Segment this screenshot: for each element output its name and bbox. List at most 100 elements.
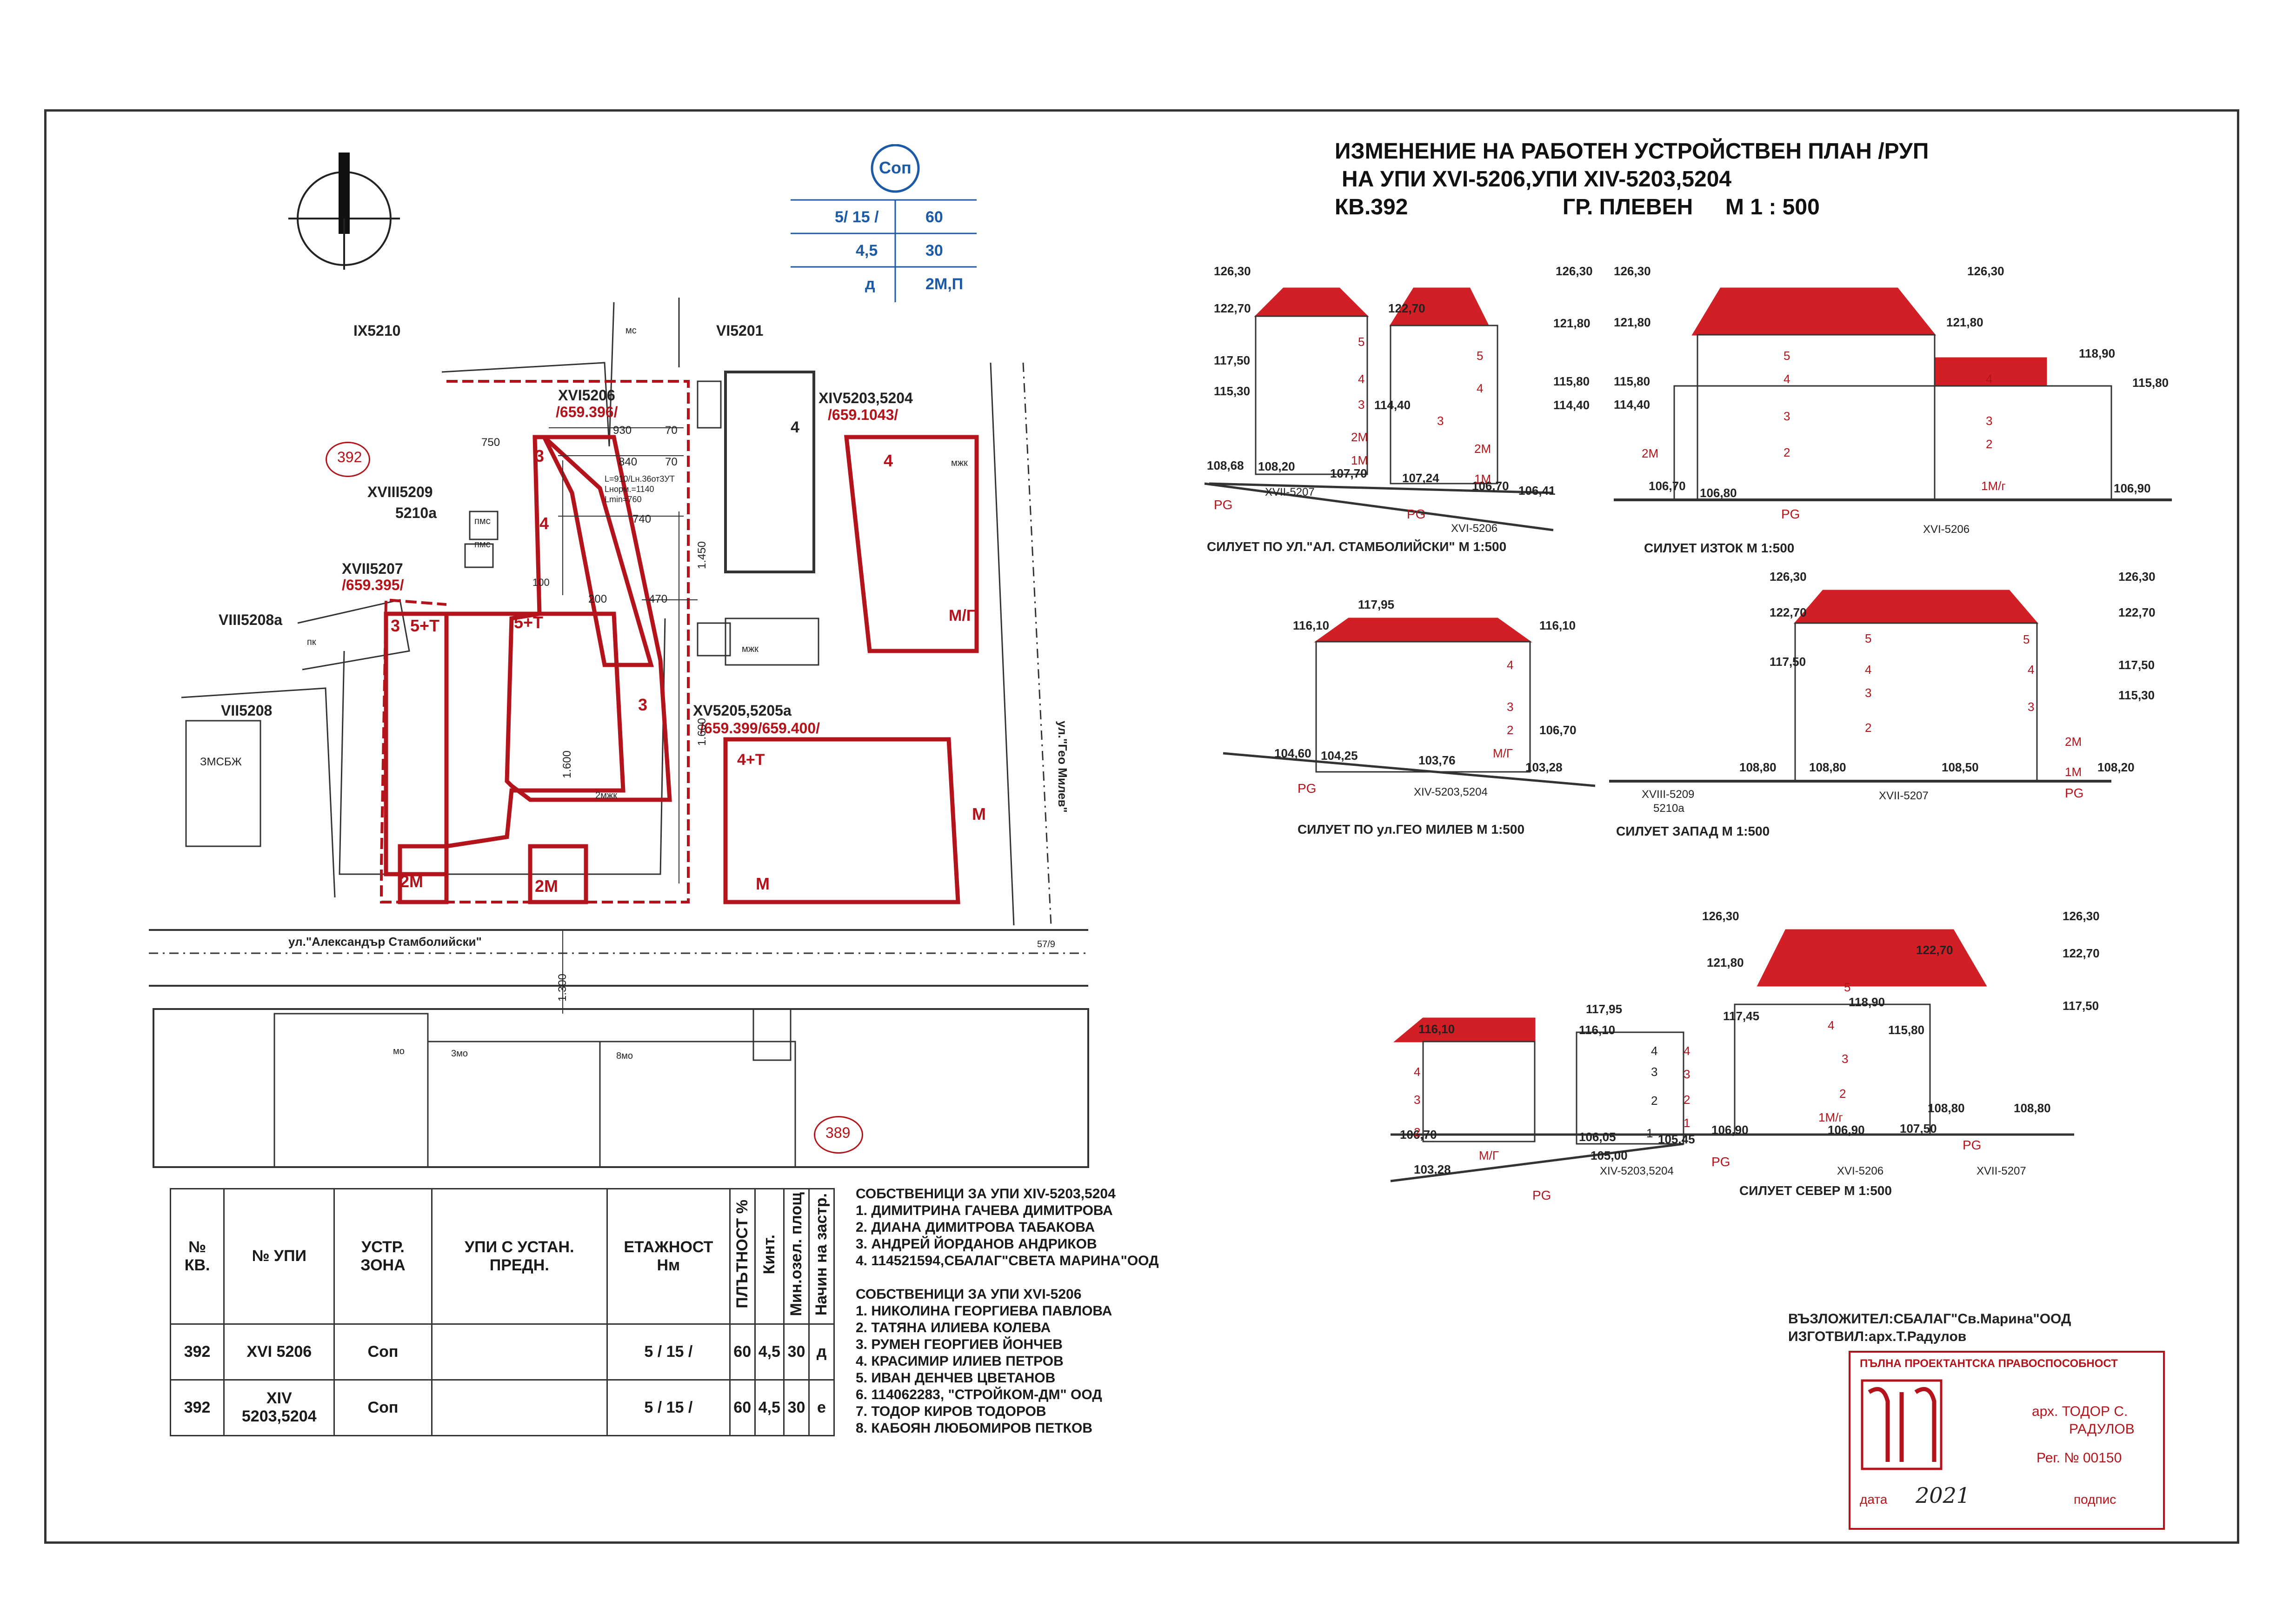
cell: XIV 5203,5204 [223, 1379, 335, 1436]
elev5-parcel-xvi: XVI-5206 [1837, 1165, 1884, 1177]
elev4-mark-c: 122,70 [1770, 605, 1807, 619]
elev2-mark-j: 106,80 [1700, 486, 1737, 500]
elev1-floor-1ma: 1М [1351, 453, 1368, 467]
elev5-floor-mga: М/Г [1479, 1149, 1499, 1162]
elev1-floor-5b: 5 [1477, 349, 1484, 363]
elev2-floor-3: 3 [1784, 409, 1790, 423]
elev1-mark-l: 108,20 [1258, 459, 1295, 473]
elev2-mark-e: 118,90 [2079, 346, 2116, 360]
elev3-mark-d: 106,70 [1539, 723, 1577, 737]
elev4-mark-a: 126,30 [1770, 570, 1807, 584]
elevation-4 [1609, 590, 2111, 783]
elev1-floor-2mb: 2М [1474, 442, 1491, 456]
elev4-mark-i: 108,80 [1809, 760, 1846, 774]
plan-building-contours [380, 380, 979, 904]
elev5-mark-i: 117,50 [2063, 999, 2099, 1013]
elev1-mark-d: 122,70 [1388, 301, 1425, 315]
elev1-parcel-xvii: XVII-5207 [1265, 486, 1315, 498]
elev1-pg-a: PG [1214, 498, 1233, 512]
small-2mzhk: 2мжк [595, 790, 618, 801]
plan-floor-h: 4 [791, 418, 799, 436]
elev5-mark-t: 105,45 [1658, 1132, 1695, 1146]
elev1-mark-e: 121,80 [1553, 316, 1591, 330]
norm-note-2: Lнорм.=1140 [605, 485, 654, 494]
th-green: Мин.озел. площ [783, 1188, 810, 1325]
cell: 5 / 15 / [606, 1379, 731, 1436]
elev5-floor-1mg: 1М/г [1818, 1110, 1843, 1124]
elev5-floor-3a: 3 [1414, 1093, 1421, 1107]
elev2-floor-2b: 2 [1986, 437, 1993, 451]
elev5-mark-g: 117,95 [1586, 1002, 1623, 1016]
small-57-9: 57/9 [1037, 939, 1055, 949]
plan-floor-e: 5+Т [410, 616, 440, 635]
title-line2: НА УПИ XVI-5206,УПИ XIV-5203,5204 [1342, 167, 1732, 192]
cell [431, 1323, 608, 1381]
elev2-mark-k: 106,90 [2114, 481, 2151, 495]
elev4-floor-5a: 5 [1865, 631, 1872, 645]
small-3mo: 3мо [451, 1049, 468, 1059]
block-392-label: 392 [337, 449, 362, 465]
elev3-pg: PG [1298, 781, 1317, 796]
dim-740: 740 [632, 513, 652, 525]
elev4-floor-1m: 1М [2065, 765, 2082, 779]
elev5-floor-3d: 3 [1842, 1052, 1849, 1066]
cell: XVI 5206 [223, 1323, 335, 1381]
small-pms2: пмс [474, 539, 491, 550]
elev1-floor-2ma: 2М [1351, 430, 1368, 444]
cell: 392 [169, 1379, 225, 1436]
elev5-floor-2c: 2 [1684, 1093, 1690, 1107]
elev5-mark-d: 122,70 [1916, 943, 1953, 957]
elev5-floor-5d: 5 [1844, 980, 1851, 994]
stamp-name1: арх. ТОДОР С. [2032, 1404, 2128, 1419]
elev2-mark-a: 126,30 [1614, 264, 1651, 278]
north-arrow-icon [288, 153, 400, 270]
elev5-mark-v: 103,28 [1414, 1162, 1451, 1176]
table-header-row: № КВ. № УПИ УСТР. ЗОНА УПИ С УСТАН. ПРЕД… [169, 1188, 835, 1325]
cell: е [808, 1379, 835, 1436]
owners-list: СОБСТВЕНИЦИ ЗА УПИ XIV-5203,5204 1. ДИМИ… [856, 1186, 1158, 1437]
elev4-mark-g: 115,30 [2118, 688, 2155, 702]
block-389-circle [814, 1116, 863, 1154]
stamp-name2: РАДУЛОВ [2069, 1421, 2135, 1437]
cell: 4,5 [754, 1323, 785, 1381]
dim-840: 840 [619, 456, 638, 468]
elev2-mark-c: 121,80 [1614, 315, 1651, 329]
elev4-floor-4a: 4 [1865, 663, 1872, 677]
elev1-floor-1mb: 1М [1474, 472, 1491, 486]
elev4-mark-f: 117,50 [2118, 658, 2155, 672]
title-scale: М 1 : 500 [1725, 195, 1820, 219]
elev1-floor-5a: 5 [1358, 335, 1365, 349]
small-pk: пк [307, 637, 316, 647]
th-upi: № УПИ [223, 1188, 335, 1325]
cell [431, 1379, 608, 1436]
small-mzhk2: мжк [742, 644, 759, 654]
cell: Соп [333, 1323, 433, 1381]
elev5-floor-1c: 1 [1684, 1116, 1690, 1130]
th-mode-text: Начин на застр. [812, 1193, 830, 1315]
elev3-mark-a: 117,95 [1358, 598, 1395, 611]
elev5-mark-e: 122,70 [2063, 946, 2100, 960]
elev4-floor-4b: 4 [2028, 663, 2035, 677]
legend-r2c2: 30 [925, 242, 943, 259]
th-mode: Начин на застр. [808, 1188, 835, 1325]
elev5-parcel-xiv: XIV-5203,5204 [1600, 1165, 1674, 1177]
parcel-xvii5207: XVII5207 [342, 560, 403, 577]
legend-r3c2: 2М,П [925, 275, 964, 293]
norm-note-3: Lmin=760 [605, 495, 642, 504]
elev3-mark-h: 103,28 [1525, 760, 1563, 774]
elev1-floor-3b: 3 [1437, 414, 1444, 428]
elev1-mark-i: 114,40 [1374, 398, 1411, 412]
elev5-floor-4a: 4 [1414, 1065, 1421, 1079]
parcel-vi5201: VI5201 [716, 322, 764, 339]
elev5-pg-a: PG [1532, 1188, 1551, 1202]
elev4-mark-k: 108,20 [2097, 760, 2135, 774]
th-green-text: Мин.озел. площ [787, 1192, 805, 1316]
plan-floor-f: 3 [638, 695, 648, 714]
elev4-floor-5b: 5 [2023, 632, 2030, 646]
elev2-floor-2m: 2М [1642, 446, 1659, 460]
elev5-pg-b: PG [1711, 1155, 1730, 1169]
list-item: 5. ИВАН ДЕНЧЕВ ЦВЕТАНОВ [856, 1370, 1056, 1386]
dim-70a: 70 [665, 424, 678, 437]
elev1-floor-4b: 4 [1477, 381, 1484, 395]
th-density: ПЛЪТНОСТ % [729, 1188, 756, 1325]
